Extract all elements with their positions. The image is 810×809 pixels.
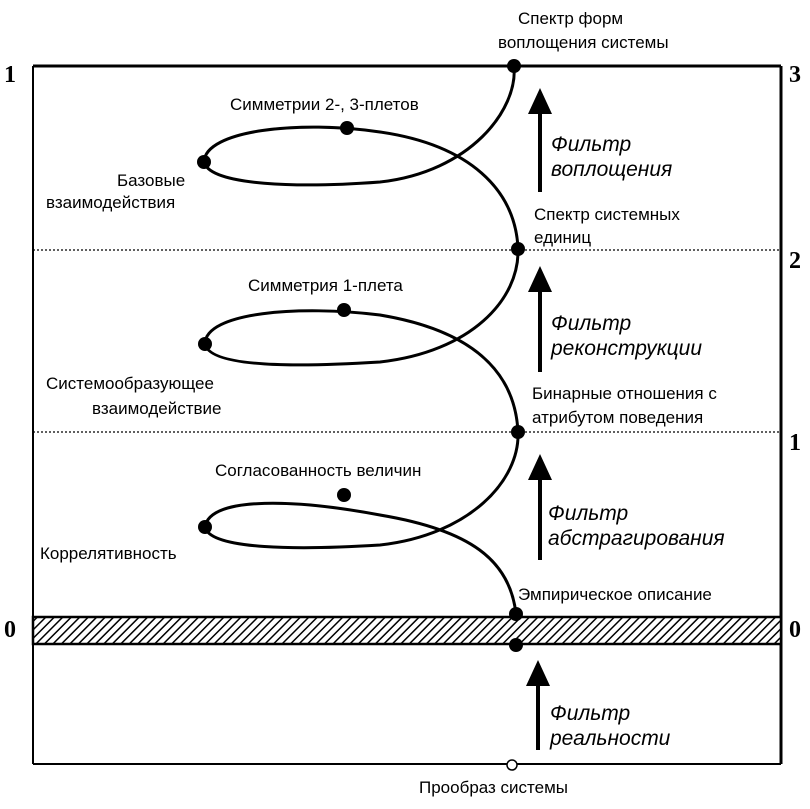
scale-right-0: 0 <box>789 617 801 643</box>
reality-boundary-band <box>31 615 783 646</box>
label-base-interactions-line2: взаимодействия <box>46 193 175 212</box>
label-consistency: Согласованность величин <box>215 461 421 480</box>
label-binary-line2: атрибутом поведения <box>532 408 703 427</box>
label-correlativity: Коррелятивность <box>40 544 177 563</box>
label-base-interactions-line1: Базовые <box>117 171 185 190</box>
node-symmetry-1 <box>337 303 351 317</box>
label-spectrum-units-line2: единиц <box>534 228 591 247</box>
node-system-forming <box>198 337 212 351</box>
label-symmetry-1: Симметрия 1-плета <box>248 276 403 295</box>
node-binary <box>511 425 525 439</box>
label-system-forming-line1: Системообразующее <box>46 374 214 393</box>
label-spectrum-forms-line1: Спектр форм <box>518 9 623 28</box>
label-empirical: Эмпирическое описание <box>518 585 712 604</box>
scale-right-2: 2 <box>789 248 801 274</box>
node-spectrum-forms <box>507 59 521 73</box>
node-symmetry-23 <box>340 121 354 135</box>
arrow-reality <box>526 660 550 750</box>
arrow-embodiment <box>528 88 552 192</box>
filter-reconstruction-line1: Фильтр <box>551 312 631 335</box>
label-spectrum-forms-line2: воплощения системы <box>498 33 669 52</box>
node-empirical <box>509 607 523 621</box>
node-consistency <box>337 488 351 502</box>
label-symmetry-23: Симметрии 2-, 3-плетов <box>230 95 419 114</box>
label-binary-line1: Бинарные отношения с <box>532 384 717 403</box>
filter-abstraction-line1: Фильтр <box>548 502 628 525</box>
node-below-band <box>509 638 523 652</box>
node-spectrum-units <box>511 242 525 256</box>
label-system-forming-line2: взаимодействие <box>92 399 222 418</box>
filter-reality-line2: реальности <box>549 727 671 750</box>
filter-embodiment-line2: воплощения <box>551 158 672 181</box>
arrow-reconstruction <box>528 266 552 372</box>
filter-reality-line1: Фильтр <box>550 702 630 725</box>
label-prototype: Прообраз системы <box>419 778 568 797</box>
node-base-interactions <box>197 155 211 169</box>
node-prototype <box>506 759 518 771</box>
filter-embodiment-line1: Фильтр <box>551 133 631 156</box>
filter-reconstruction-line2: реконструкции <box>550 337 702 360</box>
spiral-curve <box>202 65 520 615</box>
scale-left-bottom: 0 <box>4 617 16 643</box>
scale-left-top: 1 <box>4 62 16 88</box>
arrow-abstraction <box>528 454 552 560</box>
scale-right-1: 1 <box>789 430 801 456</box>
node-correlativity <box>198 520 212 534</box>
scale-right-3: 3 <box>789 62 801 88</box>
label-spectrum-units-line1: Спектр системных <box>534 205 680 224</box>
filter-abstraction-line2: абстрагирования <box>548 527 725 550</box>
